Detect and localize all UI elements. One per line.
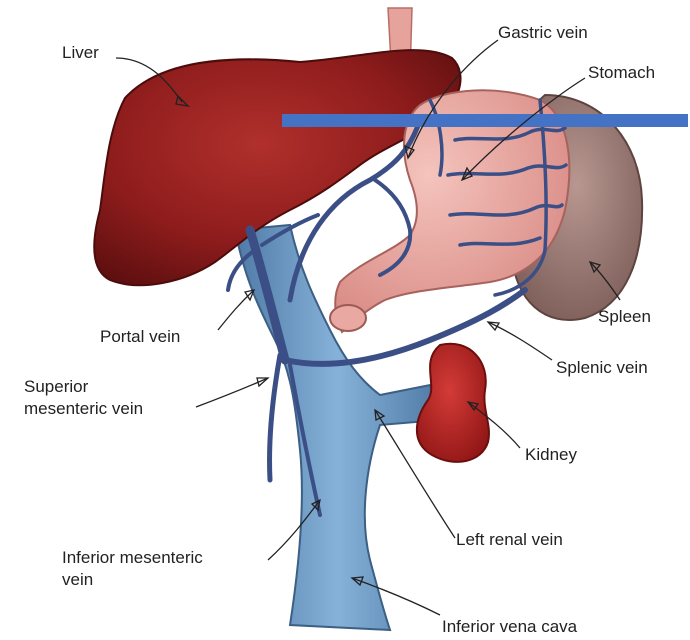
label-inferior-vena-cava: Inferior vena cava bbox=[442, 617, 578, 636]
label-left-renal-vein: Left renal vein bbox=[456, 530, 563, 549]
kidney bbox=[417, 344, 489, 462]
label-spleen: Spleen bbox=[598, 307, 651, 326]
label-splenic-vein: Splenic vein bbox=[556, 358, 648, 377]
label-kidney: Kidney bbox=[525, 445, 577, 464]
label-inferior-mesenteric-line1: Inferior mesenteric bbox=[62, 548, 203, 567]
label-stomach: Stomach bbox=[588, 63, 655, 82]
label-liver: Liver bbox=[62, 43, 99, 62]
superior-mesenteric-vein bbox=[269, 355, 280, 480]
label-superior-mesenteric-line1: Superior bbox=[24, 377, 89, 396]
label-superior-mesenteric-line2: mesenteric vein bbox=[24, 399, 143, 418]
label-portal-vein: Portal vein bbox=[100, 327, 180, 346]
pylorus bbox=[330, 305, 366, 331]
highlight-bar bbox=[282, 114, 688, 127]
label-gastric-vein: Gastric vein bbox=[498, 23, 588, 42]
label-inferior-mesenteric-line2: vein bbox=[62, 570, 93, 589]
